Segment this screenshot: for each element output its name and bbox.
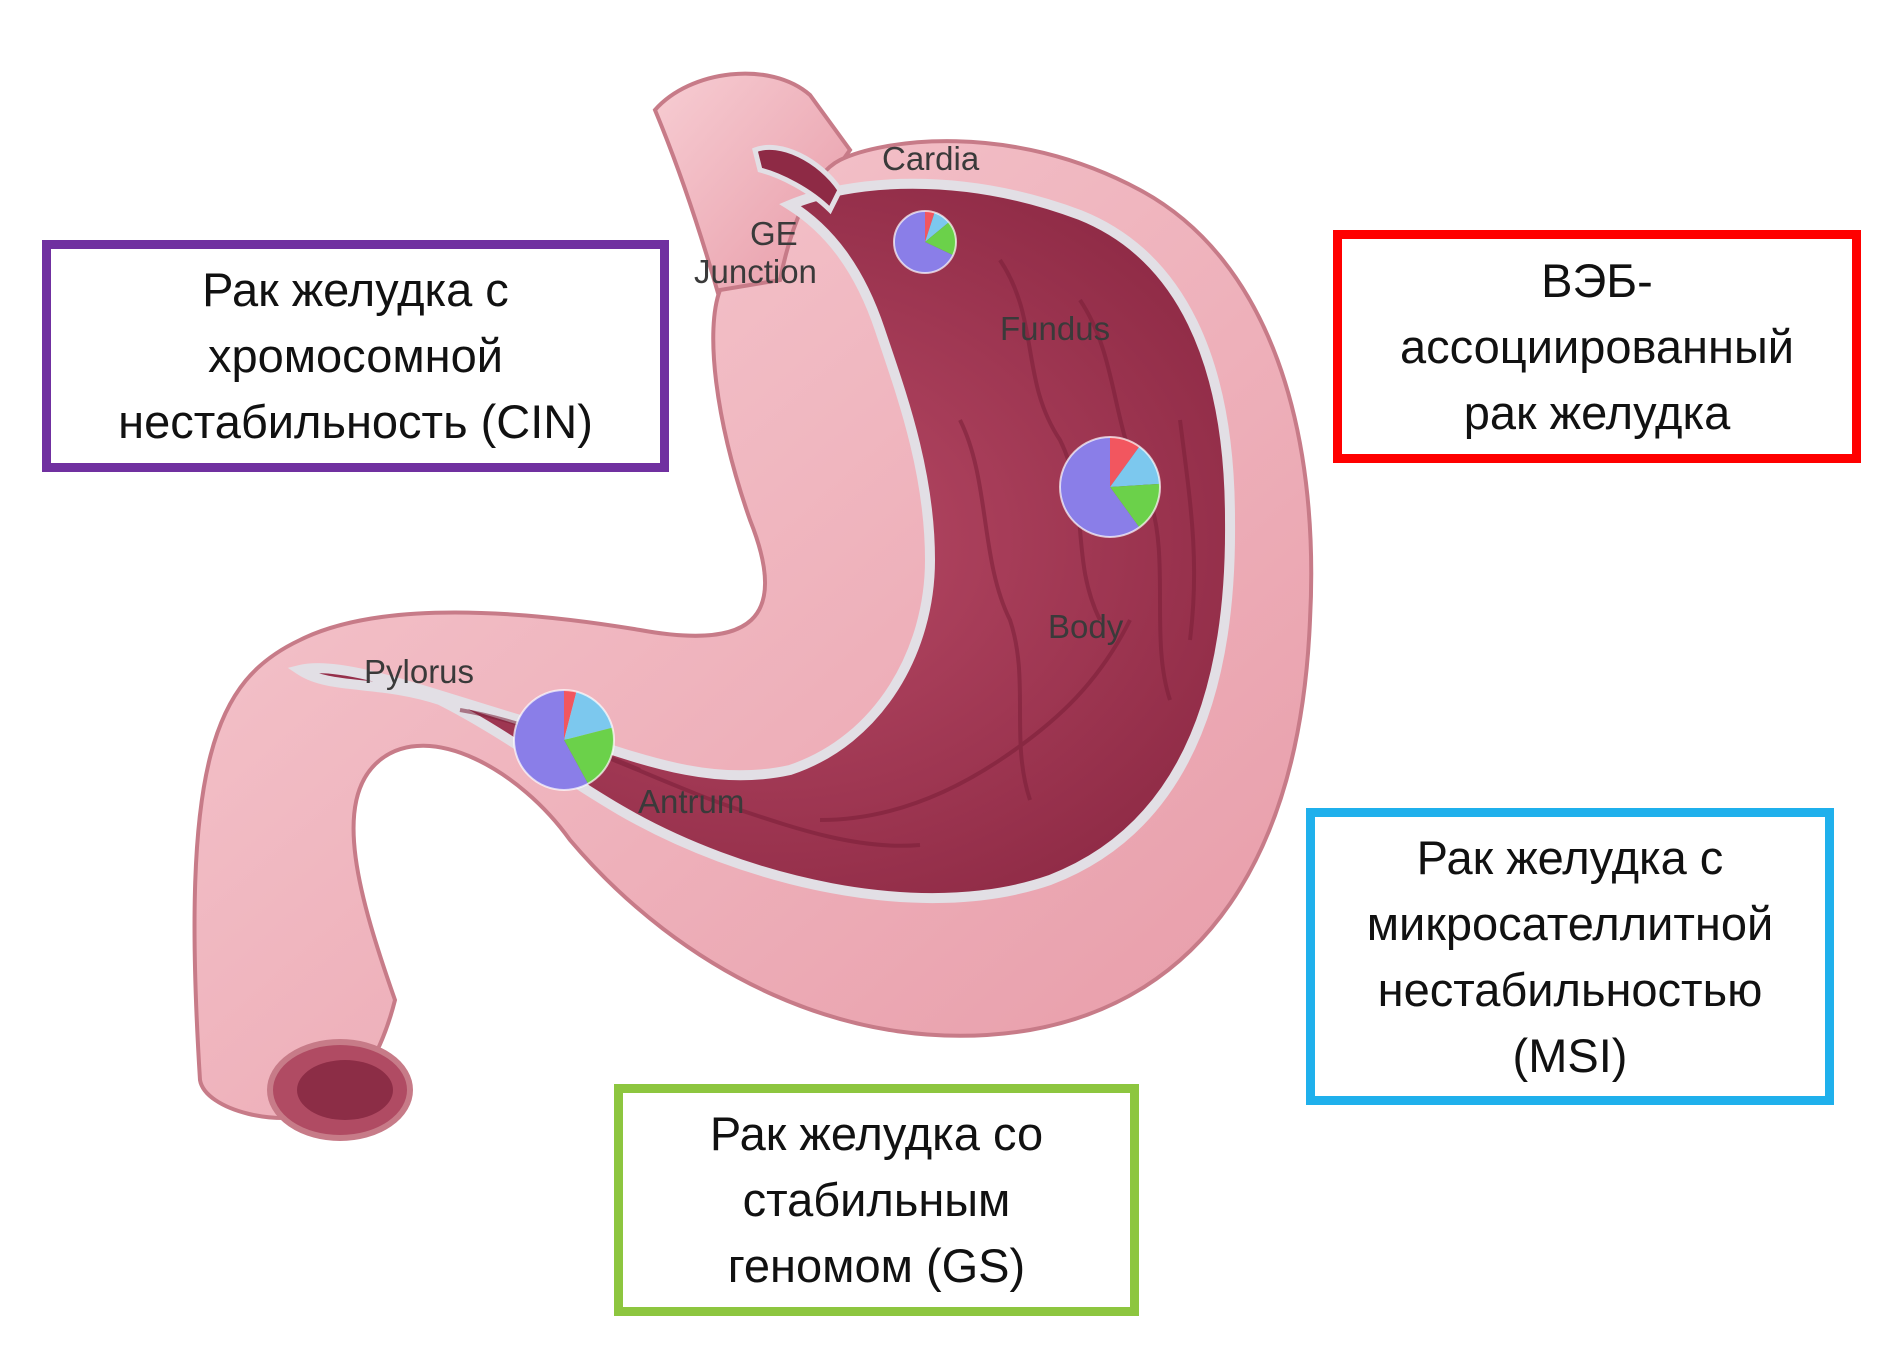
label-body: Body xyxy=(1048,608,1124,645)
stomach-inner-mucosa xyxy=(287,178,1236,904)
label-antrum: Antrum xyxy=(638,783,744,820)
pie-outline xyxy=(1059,436,1161,538)
pie-chart-fundus-body xyxy=(1059,436,1161,538)
label-cardia: Cardia xyxy=(882,140,980,177)
rugae-folds xyxy=(459,258,1197,848)
pie-slice-cin xyxy=(1060,437,1140,537)
pie-chart-antrum xyxy=(513,689,615,791)
label-pylorus: Pylorus xyxy=(364,653,474,690)
subtype-box-cin: Рак желудка с хромосомной нестабильность… xyxy=(42,240,669,472)
pie-slice-ebv xyxy=(1110,437,1140,487)
label-ge-junction-1: GE xyxy=(750,215,798,252)
subtype-label-gs: Рак желудка со стабильным геномом (GS) xyxy=(709,1107,1044,1292)
pie-outline xyxy=(513,689,615,791)
subtype-box-msi: Рак желудка с микросателлитной нестабиль… xyxy=(1306,808,1834,1105)
pie-slice-gs xyxy=(1110,483,1160,528)
pie-slice-msi xyxy=(564,691,613,740)
pie-slice-msi xyxy=(925,212,949,242)
label-fundus: Fundus xyxy=(1000,310,1110,347)
subtype-label-cin: Рак желудка с хромосомной нестабильность… xyxy=(118,263,593,448)
pie-chart-gej-cardia xyxy=(893,210,957,274)
pie-slice-msi xyxy=(1110,446,1160,487)
pie-slice-gs xyxy=(925,222,956,256)
pie-slice-gs xyxy=(564,727,614,784)
pie-slice-cin xyxy=(513,690,589,790)
subtype-label-msi: Рак желудка с микросателлитной нестабиль… xyxy=(1366,830,1774,1082)
pie-slice-ebv xyxy=(564,690,577,740)
subtype-label-ebv: ВЭБ- ассоциированный рак желудка xyxy=(1399,253,1795,439)
pie-slice-ebv xyxy=(925,211,935,242)
label-ge-junction-2: Junction xyxy=(694,253,817,290)
pie-slice-cin xyxy=(893,211,954,273)
subtype-box-ebv: ВЭБ- ассоциированный рак желудка xyxy=(1333,230,1861,463)
subtype-box-gs: Рак желудка со стабильным геномом (GS) xyxy=(614,1084,1139,1316)
pie-outline xyxy=(893,210,957,274)
